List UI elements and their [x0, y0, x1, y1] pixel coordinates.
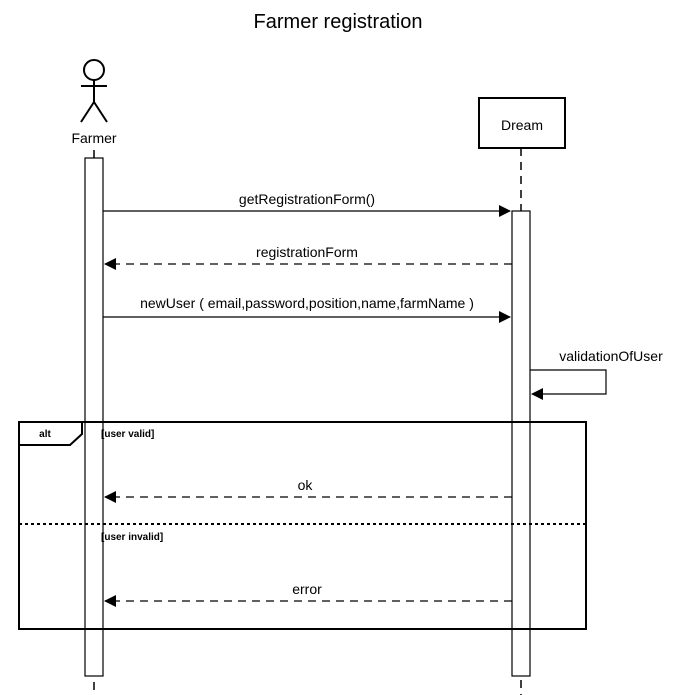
message-registration-form-label: registrationForm	[256, 244, 358, 260]
message-ok-label: ok	[298, 477, 314, 493]
dream-participant-box[interactable]	[478, 97, 566, 149]
message-error-label: error	[292, 581, 322, 597]
alt-operator-label: alt	[39, 429, 51, 440]
alt-guard-valid: [user valid]	[101, 429, 154, 440]
farmer-actor-icon	[80, 59, 108, 123]
farmer-label: Farmer	[71, 130, 116, 146]
diagram-title: Farmer registration	[254, 11, 423, 33]
alt-fragment-frame	[18, 421, 587, 630]
dream-activation-bar	[511, 210, 531, 677]
message-new-user-label: newUser ( email,password,position,name,f…	[140, 295, 474, 311]
message-validation-self-arrow	[530, 369, 607, 400]
dream-label: Dream	[501, 117, 543, 133]
farmer-activation-bar	[84, 157, 104, 677]
message-validation-label: validationOfUser	[559, 348, 663, 364]
alt-fragment-tab	[18, 421, 83, 446]
message-get-registration-form-label: getRegistrationForm()	[239, 191, 375, 207]
alt-guard-invalid: [user invalid]	[101, 532, 163, 543]
